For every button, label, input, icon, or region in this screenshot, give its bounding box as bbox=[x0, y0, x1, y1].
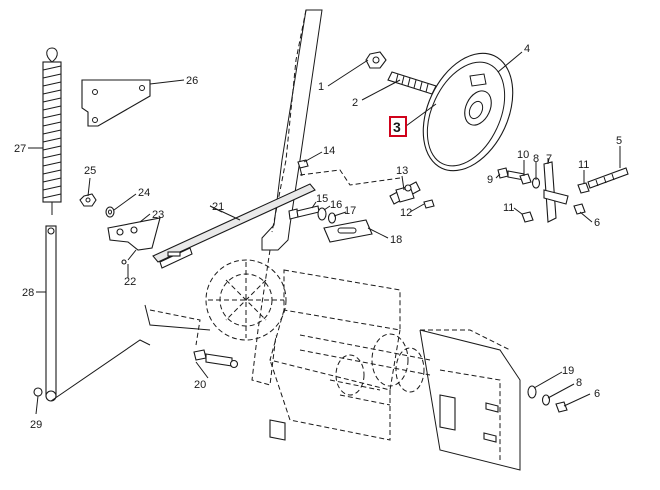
callout-2: 2 bbox=[352, 97, 358, 109]
callout-16: 16 bbox=[330, 199, 342, 211]
bolt-5 bbox=[587, 167, 629, 189]
callout-14: 14 bbox=[323, 145, 335, 157]
lock-washer-8-lower bbox=[541, 394, 551, 406]
callout-20: 20 bbox=[194, 379, 206, 391]
callout-21: 21 bbox=[212, 201, 224, 213]
nut-1 bbox=[365, 51, 387, 69]
callout-9: 9 bbox=[487, 174, 493, 186]
pivot-bracket bbox=[107, 217, 161, 265]
nut-11-lower bbox=[521, 211, 534, 223]
callout-13: 13 bbox=[396, 165, 408, 177]
callout-26: 26 bbox=[186, 75, 198, 87]
callout-6-lower: 6 bbox=[594, 388, 600, 400]
idler-arm bbox=[299, 169, 421, 205]
leader-lines bbox=[28, 51, 621, 415]
callout-22: 22 bbox=[124, 276, 136, 288]
nut-11-upper bbox=[577, 182, 590, 194]
nut-6-upper bbox=[573, 203, 586, 215]
shoulder-bolt-2 bbox=[387, 71, 437, 95]
tension-spring bbox=[42, 47, 62, 215]
bolt-20 bbox=[193, 349, 239, 369]
callout-10: 10 bbox=[517, 149, 529, 161]
washer-24 bbox=[105, 206, 115, 218]
washer-19 bbox=[527, 385, 537, 399]
bracket-7 bbox=[543, 161, 569, 223]
callout-28: 28 bbox=[22, 287, 34, 299]
bolt-15 bbox=[288, 205, 320, 220]
callout-8-lower: 8 bbox=[576, 377, 582, 389]
callout-6-upper: 6 bbox=[594, 217, 600, 229]
washers-16-17 bbox=[317, 207, 337, 224]
callout-24: 24 bbox=[138, 187, 150, 199]
callout-12: 12 bbox=[400, 207, 412, 219]
nut-10 bbox=[519, 173, 532, 185]
callout-29: 29 bbox=[30, 419, 42, 431]
callout-3: 3 bbox=[393, 119, 401, 135]
nut-6-lower bbox=[555, 401, 568, 413]
callout-labels: 1 2 3 4 5 6 6 7 8 8 9 10 11 11 12 13 14 … bbox=[14, 43, 622, 431]
callout-25: 25 bbox=[84, 165, 96, 177]
screw-14 bbox=[297, 159, 309, 177]
nut-12 bbox=[423, 199, 435, 209]
callout-11-upper: 11 bbox=[578, 159, 589, 171]
callout-4: 4 bbox=[524, 43, 530, 55]
pulley-4 bbox=[422, 52, 514, 172]
callout-7: 7 bbox=[546, 153, 552, 165]
callout-5: 5 bbox=[616, 135, 622, 147]
callout-27: 27 bbox=[14, 143, 26, 155]
callout-11-lower: 11 bbox=[503, 202, 514, 214]
bolt-9 bbox=[497, 167, 525, 181]
callout-18: 18 bbox=[390, 234, 402, 246]
callout-19: 19 bbox=[562, 365, 574, 377]
adjustment-rod bbox=[33, 225, 151, 402]
hex-nut-25 bbox=[79, 193, 97, 207]
callout-23: 23 bbox=[152, 209, 164, 221]
callout-1: 1 bbox=[318, 81, 324, 93]
callout-17: 17 bbox=[344, 205, 356, 217]
callout-15: 15 bbox=[316, 193, 328, 205]
machine-frame-outline bbox=[144, 9, 521, 471]
callout-3-highlight-box bbox=[389, 116, 407, 137]
callout-8-upper: 8 bbox=[533, 153, 539, 165]
mounting-bracket bbox=[81, 79, 151, 127]
slotted-plate-18 bbox=[323, 219, 373, 243]
brake-strap bbox=[152, 183, 316, 269]
